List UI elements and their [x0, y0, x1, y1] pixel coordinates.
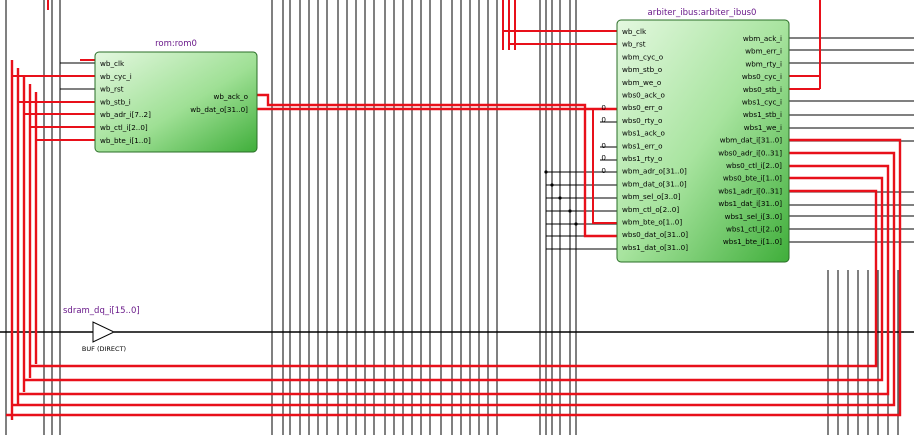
red-bus-layer [6, 0, 902, 420]
buffer-symbol[interactable]: sdram_dq_i[15..0] BUF (DIRECT) [63, 306, 140, 353]
arbiter-input-pin: wbm_bte_o[1..0] [622, 218, 682, 227]
arbiter-input-pin: wbs1_dat_o[31..0] [622, 243, 688, 252]
arbiter-output-pin: wbs0_ctl_i[2..0] [726, 161, 782, 170]
arbiter-input-pin: wbm_we_o [622, 78, 661, 87]
arbiter-output-pin: wbs1_sel_i[3..0] [725, 212, 783, 221]
arbiter-input-pin: wbm_stb_o [622, 65, 662, 74]
arbiter-output-pin: wbs1_adr_i[0..31] [718, 186, 782, 195]
arbiter-output-pin: wbm_err_i [745, 47, 782, 56]
arbiter-input-pin: wbm_ctl_o[2..0] [622, 205, 679, 214]
constant-zero-mark: 0 [601, 166, 606, 175]
rom-input-pin: wb_ctl_i[2..0] [100, 123, 148, 132]
arbiter-pin-labels: wb_clkwb_rstwbm_cyc_owbm_stb_owbm_we_owb… [601, 27, 782, 252]
rom-input-pin: wb_stb_i [100, 97, 131, 106]
arbiter-input-pin: wbs0_dat_o[31..0] [622, 230, 688, 239]
bus [6, 138, 902, 417]
bus [12, 151, 896, 407]
arbiter-input-pin: wbs1_ack_o [622, 129, 665, 138]
constant-zero-mark: 0 [601, 141, 606, 150]
arbiter-output-pin: wbs1_ctl_i[2..0] [726, 225, 782, 234]
arbiter-output-pin: wbs1_dat_i[31..0] [718, 199, 782, 208]
rom-input-pin: wb_clk [100, 59, 125, 68]
arbiter-input-pin: wbs1_rty_o [622, 154, 662, 163]
bus [24, 176, 884, 382]
arbiter-input-pin: wbs1_err_o [622, 141, 663, 150]
rom-input-pin: wb_adr_i[7..2] [100, 110, 151, 119]
rom-output-pin: wb_dat_o[31..0] [190, 105, 248, 114]
arbiter-output-pin: wbs0_bte_i[1..0] [723, 174, 782, 183]
constant-zero-mark: 0 [601, 115, 606, 124]
bus [585, 108, 617, 224]
arbiter-output-pin: wbs0_cyc_i [742, 72, 782, 81]
arbiter-input-pin: wbs0_rty_o [622, 116, 662, 125]
rom-pin-labels: wb_clk wb_cyc_i wb_rst wb_stb_i wb_adr_i[7..… [100, 59, 248, 145]
arbiter-output-pin: wbm_rty_i [745, 59, 782, 68]
junction-dot [574, 222, 578, 226]
arbiter-output-pin: wbm_dat_i[31..0] [720, 136, 783, 145]
junction-dot [558, 196, 562, 200]
rom-input-pin: wb_cyc_i [100, 72, 132, 81]
arbiter-input-pin: wbm_dat_o[31..0] [622, 179, 687, 188]
arbiter-block-title: arbiter_ibus:arbiter_ibus0 [648, 8, 757, 18]
junction-dot [550, 183, 554, 187]
buffer-triangle-icon [92, 321, 116, 343]
arbiter-output-pin: wbs0_stb_i [743, 85, 782, 94]
arbiter-output-pin: wbs1_we_i [744, 123, 782, 132]
arbiter-input-pin: wbs0_ack_o [622, 91, 665, 100]
arbiter-output-pin: wbm_ack_i [743, 34, 782, 43]
arbiter-input-pin: wbm_sel_o[3..0] [622, 192, 681, 201]
rom-input-pin: wb_rst [100, 85, 124, 94]
constant-zero-mark: 0 [601, 153, 606, 162]
arbiter-input-pin: wbm_adr_o[31..0] [622, 167, 687, 176]
buffer-label: sdram_dq_i[15..0] [63, 306, 140, 316]
arbiter-output-pin: wbs0_adr_i[0..31] [718, 148, 782, 157]
buffer-type-label: BUF (DIRECT) [82, 345, 126, 353]
arbiter-output-pin: wbs1_stb_i [743, 110, 782, 119]
arbiter-input-pin: wbm_cyc_o [622, 52, 663, 61]
rom-block[interactable]: rom:rom0 wb_clkwb_cyc_iwb_rstwb_stb_iwb_… [94, 39, 258, 153]
arbiter-input-pin: wb_rst [622, 40, 646, 49]
constant-zero-mark: 0 [601, 103, 606, 112]
arbiter-input-pin: wb_clk [622, 27, 647, 36]
bus [18, 164, 890, 396]
arbiter-input-pin: wbs0_err_o [622, 103, 663, 112]
rom-input-pin: wb_bte_i[1..0] [100, 136, 151, 145]
rom-block-title: rom:rom0 [155, 39, 197, 49]
arbiter-block[interactable]: arbiter_ibus:arbiter_ibus0 wb_clkwb_rstw… [601, 8, 790, 263]
junction-dot [544, 170, 548, 174]
bus [30, 189, 878, 368]
junction-dot [568, 209, 572, 213]
rom-output-pin: wb_ack_o [213, 92, 248, 101]
arbiter-output-pin: wbs1_bte_i[1..0] [723, 237, 782, 246]
bus [257, 93, 617, 238]
arbiter-output-pin: wbs1_cyc_i [742, 98, 782, 107]
